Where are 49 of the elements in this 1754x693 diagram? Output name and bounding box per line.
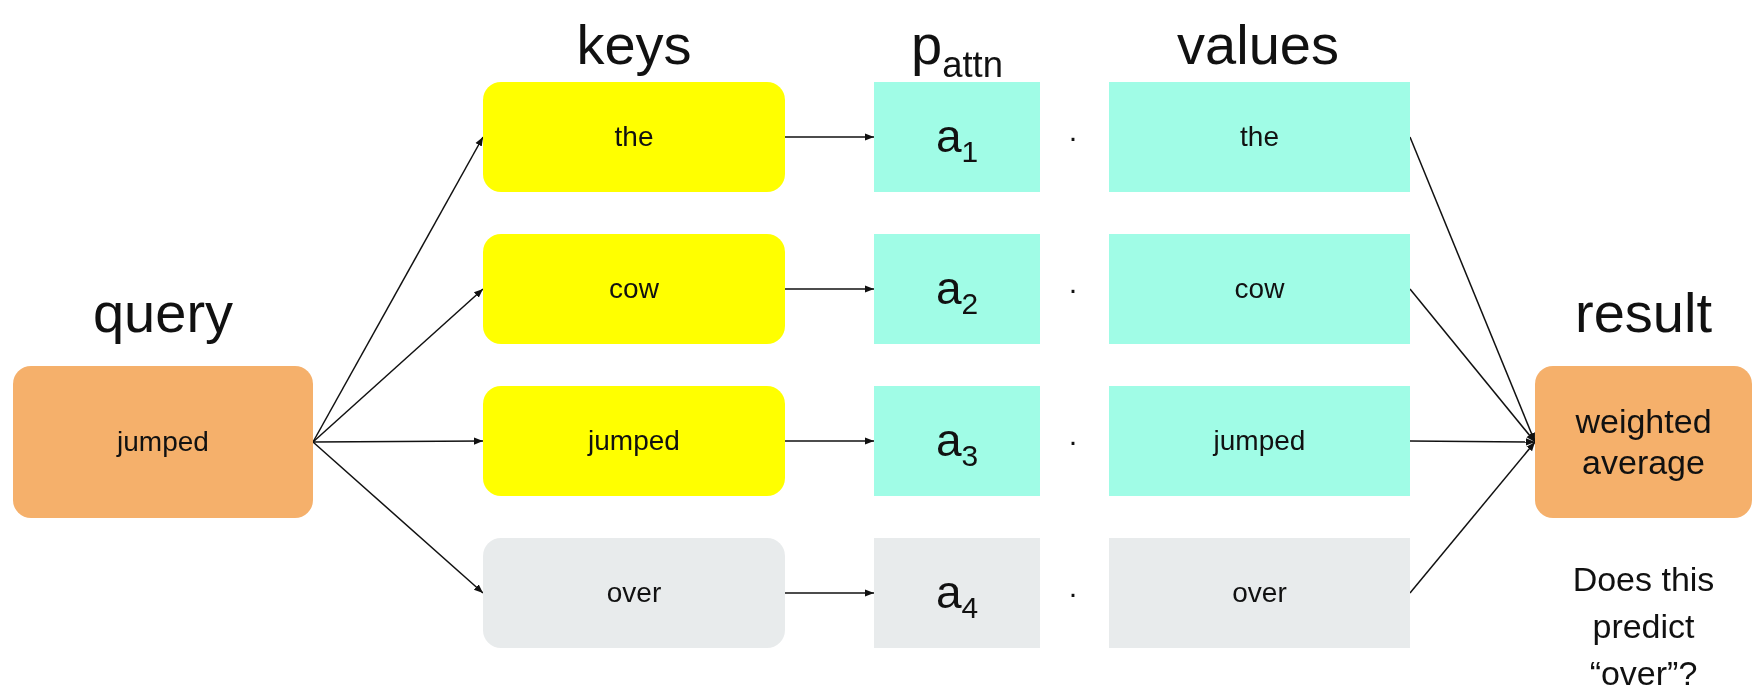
node-text: weighted average <box>1574 401 1713 483</box>
arrow <box>784 589 875 597</box>
multiply-dot: · <box>1067 271 1079 307</box>
column-heading: keys <box>575 12 693 78</box>
node-text: over <box>1232 576 1287 610</box>
weight-symbol: a$_{3}$ <box>935 413 979 469</box>
arrow <box>784 285 875 293</box>
value-box <box>1109 538 1410 648</box>
node-text: cow <box>609 272 659 306</box>
node-text: cow <box>1234 272 1285 306</box>
value-box <box>1109 234 1410 344</box>
node-text: the <box>614 120 654 154</box>
key-box <box>483 386 785 496</box>
arrow <box>1409 288 1536 443</box>
value-box <box>1109 386 1410 496</box>
heading: query <box>91 280 235 346</box>
arrow <box>784 437 875 445</box>
query-box <box>13 366 313 518</box>
result-box <box>1535 366 1752 518</box>
arrow <box>784 133 875 141</box>
arrow <box>312 437 484 445</box>
node-text: the <box>1240 120 1279 154</box>
weight-symbol: a$_{1}$ <box>935 109 979 165</box>
value-box <box>1109 82 1410 192</box>
multiply-dot: · <box>1067 423 1079 459</box>
weight-box <box>874 82 1040 192</box>
weight-box <box>874 386 1040 496</box>
node-text: over <box>606 576 662 610</box>
question-text: Does this predict “over”? <box>1571 559 1716 693</box>
weight-symbol: a$_{2}$ <box>935 261 979 317</box>
key-box <box>483 234 785 344</box>
node-text: jumped <box>588 424 680 458</box>
multiply-dot: · <box>1067 119 1079 155</box>
weight-box <box>874 538 1040 648</box>
weight-symbol: a$_{4}$ <box>935 565 979 621</box>
column-heading: p$_{attn}$ <box>910 12 1004 80</box>
arrow <box>312 136 484 443</box>
multiply-dot: · <box>1067 575 1079 611</box>
node-text: jumped <box>117 425 209 459</box>
arrow <box>312 288 484 443</box>
arrow <box>1409 441 1536 594</box>
key-box <box>483 538 785 648</box>
arrow <box>312 441 484 594</box>
key-box <box>483 82 785 192</box>
weight-box <box>874 234 1040 344</box>
column-heading: values <box>1176 12 1340 78</box>
heading: result <box>1574 280 1713 346</box>
node-text: jumped <box>1213 424 1306 458</box>
arrow <box>1409 438 1536 446</box>
